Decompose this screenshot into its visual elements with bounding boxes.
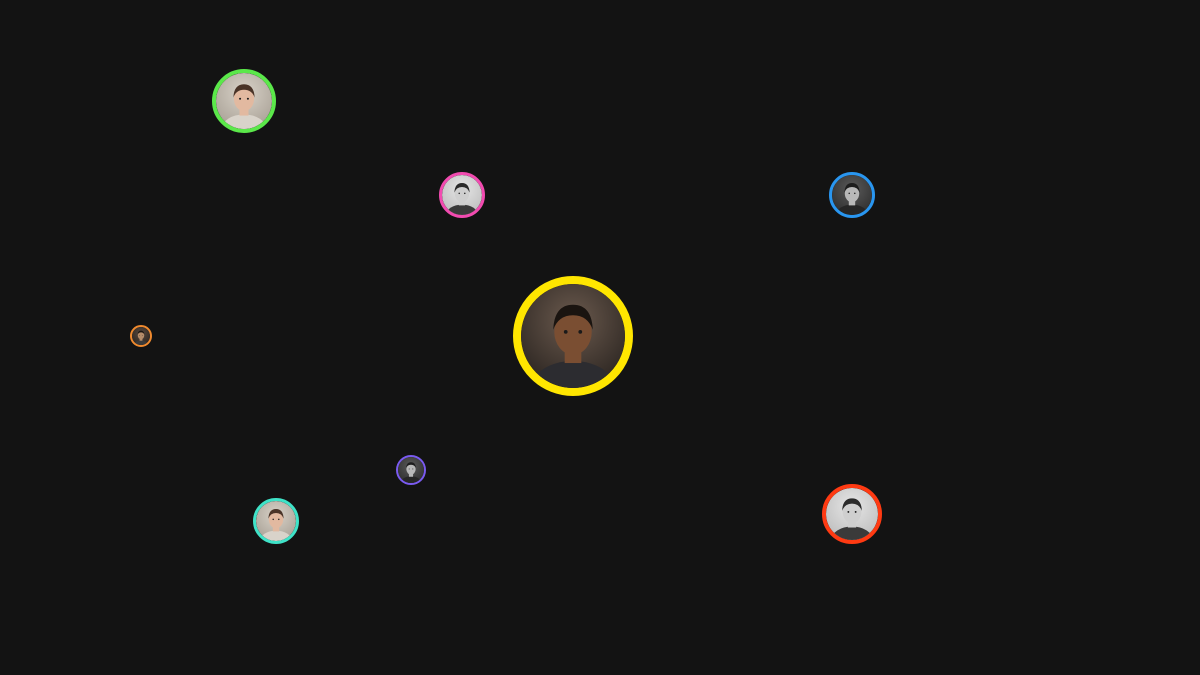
avatar-center[interactable] <box>513 276 633 396</box>
person-photo-icon <box>216 73 272 129</box>
person-photo-icon <box>826 488 878 540</box>
avatar-top-left[interactable] <box>212 69 276 133</box>
avatar-purple-small[interactable] <box>396 455 426 485</box>
avatar-blue[interactable] <box>829 172 875 218</box>
person-photo-icon <box>256 501 296 541</box>
avatar-red[interactable] <box>822 484 882 544</box>
person-photo-icon <box>132 327 150 345</box>
avatar-pink[interactable] <box>439 172 485 218</box>
person-photo-icon <box>398 457 424 483</box>
person-photo-icon <box>832 175 872 215</box>
person-photo-icon <box>442 175 482 215</box>
person-photo-icon <box>521 284 625 388</box>
avatar-orange-small[interactable] <box>130 325 152 347</box>
avatar-teal[interactable] <box>253 498 299 544</box>
